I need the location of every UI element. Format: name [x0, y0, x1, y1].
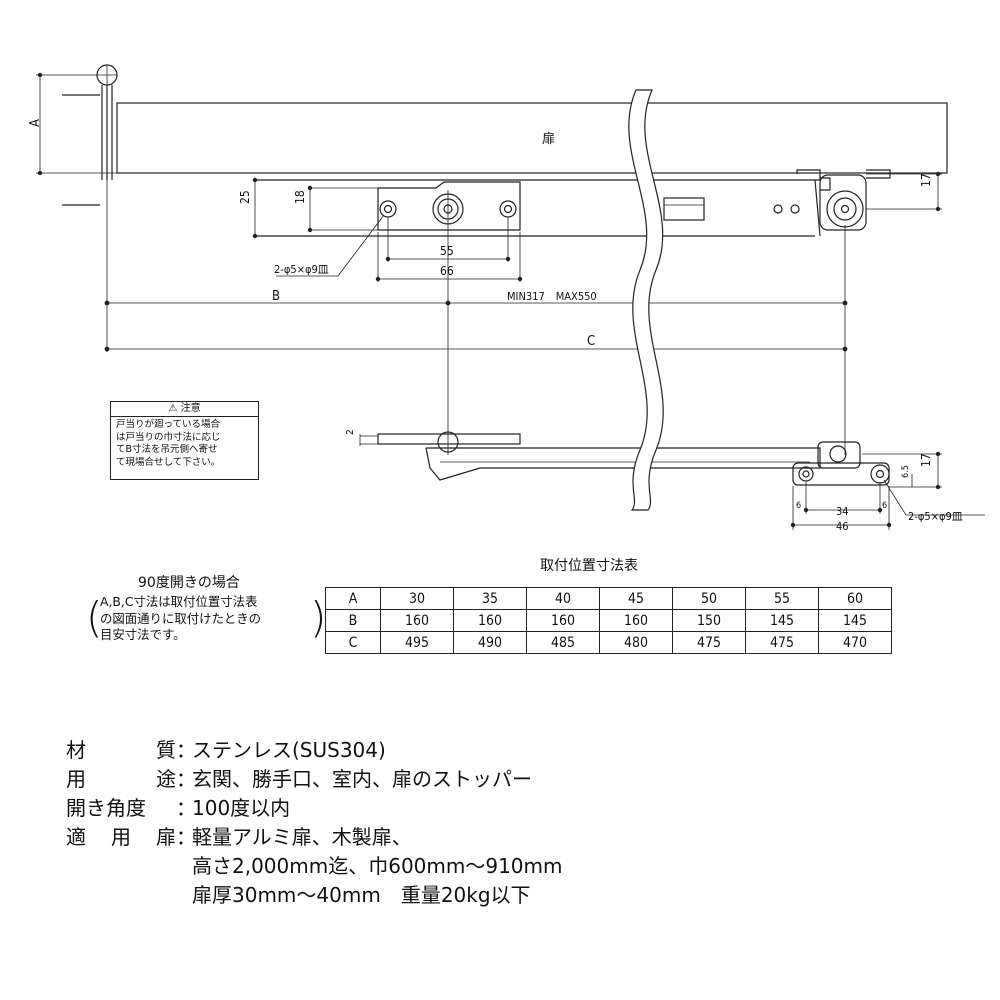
spec-colon: ： [176, 796, 196, 820]
table-row-label: C [325, 631, 381, 654]
arm-slider [663, 197, 705, 221]
hole-spec-left: 2-φ5×φ9皿 [274, 263, 329, 276]
dim-6-left-label: 6 [796, 501, 801, 511]
spec-label-char: 途 [156, 767, 176, 791]
table-cell: 35 [453, 587, 527, 610]
spec-colon: ： [176, 738, 196, 762]
table-cell: 150 [672, 609, 746, 632]
table-title: 取付位置寸法表 [540, 558, 638, 574]
break-band [628, 89, 664, 511]
spec-value: 高さ2,000mm迄、巾600mm〜910mm [192, 854, 563, 878]
spec-value: ステンレス(SUS304) [192, 738, 386, 762]
table-cell: 475 [745, 631, 819, 654]
screw-hole-right-top [499, 200, 517, 218]
caution-box: ⚠ 注意 戸当りが廻っている場合 は戸当りの巾寸法に応じ てB寸法を吊元側へ寄せ… [110, 401, 259, 480]
table-cell: 490 [453, 631, 527, 654]
spec-label-char: 扉 [156, 825, 176, 849]
table-cell: 475 [672, 631, 746, 654]
spec-label-char: 質 [156, 738, 176, 762]
paren-open: ( [86, 593, 103, 642]
spec-label-char: 用 [111, 825, 131, 849]
table-cell: 55 [745, 587, 819, 610]
spec-label: 材質 [66, 736, 176, 765]
spec-colon: ： [176, 767, 196, 791]
spec-label: 用途 [66, 765, 176, 794]
table-cell: 40 [526, 587, 600, 610]
spec-label-char: 適 [66, 825, 86, 849]
table-cell: 60 [818, 587, 892, 610]
dim-2-label: 2 [345, 429, 356, 435]
door-outline [116, 102, 948, 174]
dim-46-label: 46 [836, 520, 849, 533]
table-cell: 30 [380, 587, 454, 610]
caution-text: 戸当りが廻っている場合 は戸当りの巾寸法に応じ てB寸法を吊元側へ寄せ て現場合… [116, 419, 221, 468]
hole-spec-right: 2-φ5×φ9皿 [908, 510, 963, 523]
spec-list: 材質：ステンレス(SUS304)用途：玄関、勝手口、室内、扉のストッパー開き角度… [66, 736, 563, 910]
spec-row: 高さ2,000mm迄、巾600mm〜910mm [66, 852, 563, 881]
spec-colon [176, 852, 192, 881]
table-cell: 485 [526, 631, 600, 654]
spec-colon [176, 881, 192, 910]
spec-label [66, 852, 176, 881]
dim-17-top-label: 17 [919, 173, 933, 187]
spec-label-char: 用 [66, 767, 86, 791]
spec-label-char: 開き角度 [66, 796, 146, 820]
door-label: 扉 [542, 131, 555, 147]
spec-row: 用途：玄関、勝手口、室内、扉のストッパー [66, 765, 563, 794]
spec-label: 適用扉 [66, 823, 176, 852]
table-cell: 160 [380, 609, 454, 632]
table-cell: 50 [672, 587, 746, 610]
note-90-degree: 90度開きの場合 ( A,B,C寸法は取付位置寸法表 の図面通りに取付けたときの… [86, 572, 326, 662]
dim-55-label: 55 [440, 244, 454, 258]
table-cell: 160 [453, 609, 527, 632]
table-cell: 45 [599, 587, 673, 610]
table-row-label: A [325, 587, 381, 610]
spec-value: 100度以内 [192, 796, 291, 820]
spec-colon: ： [176, 825, 196, 849]
bracket-side-view [377, 433, 521, 445]
spec-value: 玄関、勝手口、室内、扉のストッパー [192, 767, 532, 791]
spec-value: 軽量アルミ扉、木製扉、 [192, 825, 412, 849]
spec-row: 扉厚30mm〜40mm 重量20kg以下 [66, 881, 563, 910]
caution-title: ⚠ 注意 [111, 402, 258, 417]
dim-6-5-label: 6.5 [901, 465, 911, 478]
spec-label-char: 材 [66, 738, 86, 762]
dim-C-label: C [587, 334, 595, 349]
table-cell: 470 [818, 631, 892, 654]
table-cell: 145 [745, 609, 819, 632]
minmax-label: MIN317 MAX550 [507, 290, 597, 303]
spec-row: 材質：ステンレス(SUS304) [66, 736, 563, 765]
spec-label: 開き角度 [66, 794, 176, 823]
note-90-text: A,B,C寸法は取付位置寸法表 の図面通りに取付けたときの 目安寸法です。 [100, 594, 262, 642]
dim-25-label: 25 [238, 190, 252, 204]
dim-34-label: 34 [836, 505, 849, 518]
dim-17-bottom-label: 17 [919, 453, 933, 467]
dim-B-label: B [272, 289, 280, 304]
table-cell: 495 [380, 631, 454, 654]
dim-A-label: A [28, 119, 43, 127]
spec-label [66, 881, 176, 910]
dim-66-label: 66 [440, 264, 454, 278]
note-90-title: 90度開きの場合 [138, 575, 240, 591]
table-cell: 480 [599, 631, 673, 654]
dim-6-right-label: 6 [882, 501, 887, 511]
table-cell: 145 [818, 609, 892, 632]
spec-value: 扉厚30mm〜40mm 重量20kg以下 [192, 883, 531, 907]
dim-18-label: 18 [293, 190, 307, 204]
table-cell: 160 [526, 609, 600, 632]
screw-hole-left-top [379, 200, 397, 218]
door-bracket-top [819, 174, 867, 231]
paren-close: ) [310, 593, 327, 642]
spec-row: 開き角度 ：100度以内 [66, 794, 563, 823]
table-row-label: B [325, 609, 381, 632]
spec-row: 適 用 扉：軽量アルミ扉、木製扉、 [66, 823, 563, 852]
table-cell: 160 [599, 609, 673, 632]
